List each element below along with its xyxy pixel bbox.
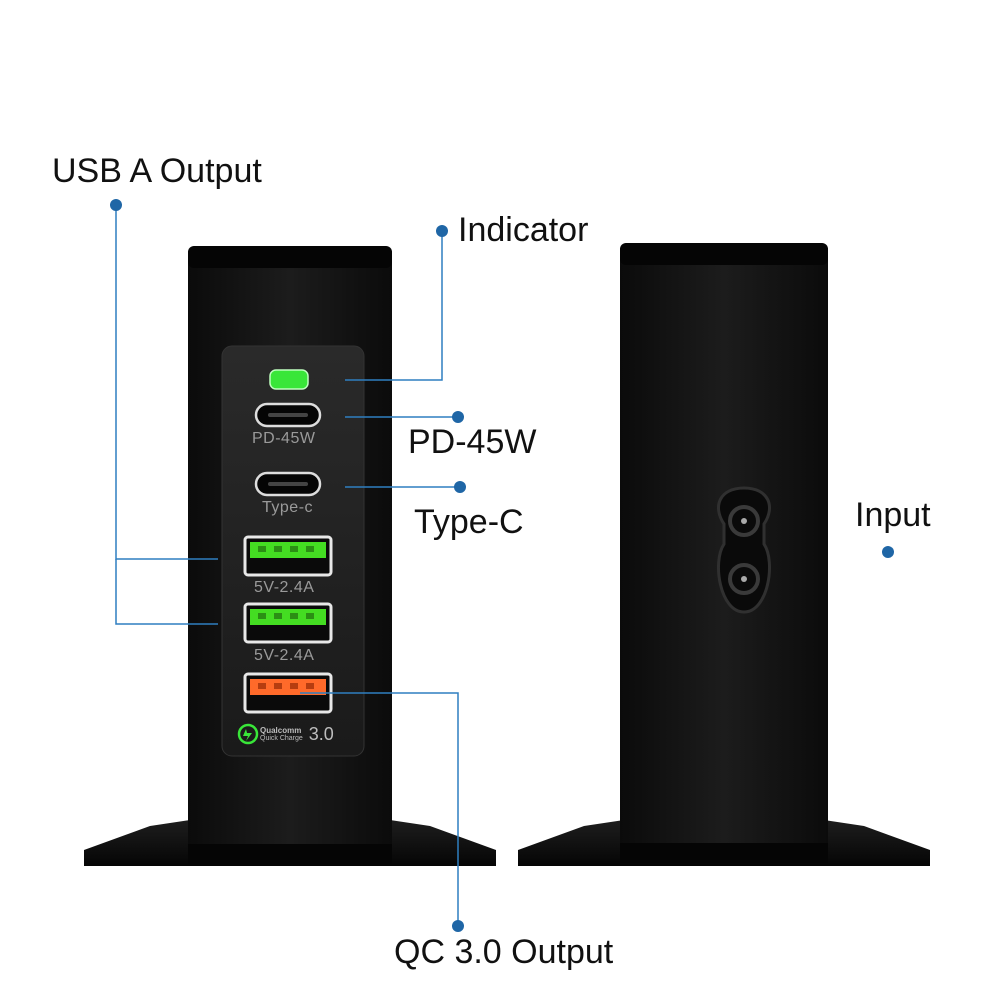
pd-typec-tongue xyxy=(268,413,308,417)
dot-pd xyxy=(452,411,464,423)
qc-badge: Qualcomm Quick Charge 3.0 xyxy=(260,725,334,743)
leader-lines xyxy=(115,205,460,925)
callout-type-c: Type-C xyxy=(414,503,524,541)
back-bottom-band xyxy=(620,843,828,863)
port-label-typec: Type-c xyxy=(262,499,314,516)
leader-indicator xyxy=(345,232,443,381)
qc-version: 3.0 xyxy=(308,724,334,744)
typec-tongue xyxy=(268,482,308,486)
dot-qc xyxy=(452,920,464,932)
leader-qc xyxy=(300,692,459,925)
ac-input-pin-top xyxy=(728,505,760,537)
back-top-cap xyxy=(620,243,828,265)
leader-usb-a-2 xyxy=(115,559,218,625)
callout-usb-a-output: USB A Output xyxy=(52,152,262,190)
qc-brand: Qualcomm xyxy=(260,725,302,735)
port-label-usb-a-1: 5V-2.4A xyxy=(254,579,315,596)
dot-usb-a xyxy=(110,199,122,211)
back-charger xyxy=(518,243,930,866)
port-label-usb-a-2: 5V-2.4A xyxy=(254,647,315,664)
callout-pd-45w: PD-45W xyxy=(408,423,537,461)
ac-input-pin-bottom xyxy=(728,563,760,595)
front-bottom-band xyxy=(188,844,392,864)
qc-logo-icon xyxy=(237,723,259,745)
qc-sub: Quick Charge xyxy=(260,734,303,742)
indicator-led xyxy=(269,369,309,390)
dot-typec xyxy=(454,481,466,493)
dot-indicator xyxy=(436,225,448,237)
front-top-cap xyxy=(188,246,392,268)
callout-qc-output: QC 3.0 Output xyxy=(394,933,614,971)
leader-dots xyxy=(110,199,894,932)
dot-input xyxy=(882,546,894,558)
callout-indicator: Indicator xyxy=(458,211,589,249)
port-label-pd: PD-45W xyxy=(252,430,316,447)
callout-input: Input xyxy=(855,496,931,534)
front-charger xyxy=(84,246,496,866)
